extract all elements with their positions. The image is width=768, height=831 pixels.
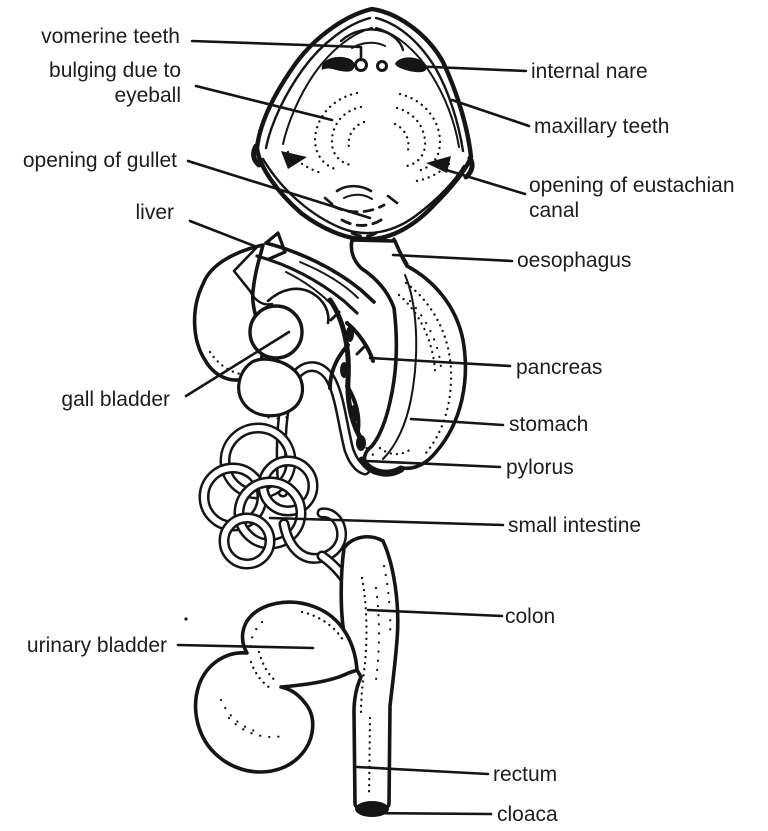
leader-eustachian-canal	[441, 167, 527, 196]
leader-bulging-eyeball	[194, 84, 334, 122]
label-opening-of-gullet: opening of gullet	[22, 149, 177, 172]
label-rectum: rectum	[493, 763, 558, 786]
leader-stomach	[409, 417, 505, 427]
bladder-outline	[193, 600, 359, 774]
label-small-intestine: small intestine	[508, 514, 642, 537]
premaxilla-squiggle	[339, 28, 405, 52]
lower-jaw-inner-line	[261, 157, 466, 235]
label-maxillary-teeth: maxillary teeth	[534, 115, 670, 138]
jaw-angle-left	[251, 143, 262, 168]
leader-opening-of-gullet	[186, 159, 372, 220]
mouth-floor-stipple-right	[414, 162, 451, 183]
mouth-floor-stipple-left	[286, 150, 323, 175]
label-liver: liver	[135, 201, 174, 224]
liver-lobe-crease	[248, 289, 274, 306]
leader-cloaca	[360, 811, 493, 816]
label-stomach: stomach	[509, 413, 589, 436]
stomach-drawing	[349, 238, 468, 476]
small-intestine-coil	[198, 422, 360, 602]
eyeball-bulge-right-stipple	[393, 92, 442, 173]
label-vomerine-teeth: vomerine teeth	[41, 25, 180, 48]
ink-speck	[184, 617, 188, 621]
gall-bladder-sac	[248, 304, 304, 360]
internal-nare-left	[321, 56, 355, 72]
stomach-outline	[349, 238, 468, 476]
leader-urinary-bladder	[176, 643, 315, 650]
gullet-opening-marks	[323, 184, 399, 238]
frog-head-drawing	[251, 6, 475, 270]
pancreas-drawing	[327, 297, 375, 451]
urinary-bladder-drawing	[184, 600, 359, 774]
pylorus-dark-rim	[358, 456, 405, 477]
leader-maxillary-teeth	[450, 98, 531, 128]
eustachian-opening-left	[281, 151, 307, 169]
gall-bladder-drawing	[237, 304, 305, 420]
stomach-inner-curve	[382, 274, 418, 460]
leader-lines	[176, 39, 531, 816]
stomach-stipple	[356, 281, 453, 462]
label-internal-nare: internal nare	[531, 60, 648, 83]
leader-internal-nare	[408, 64, 528, 73]
label-oesophagus: oesophagus	[517, 249, 632, 272]
liver-notch-zigzag	[264, 231, 287, 261]
leader-pancreas	[368, 356, 512, 368]
leader-oesophagus	[391, 253, 514, 263]
leader-pylorus	[364, 459, 502, 469]
mesentery-line-1	[299, 261, 359, 299]
label-pylorus: pylorus	[506, 456, 574, 479]
cloaca-opening	[355, 801, 389, 817]
label-urinary-bladder: urinary bladder	[26, 634, 167, 657]
vomerine-tooth-right	[376, 60, 388, 72]
colon-rectum-drawing	[339, 535, 400, 817]
leader-colon	[366, 608, 504, 618]
liver-middle-arc	[266, 287, 330, 325]
inner-jaw-rim-right	[374, 16, 465, 153]
leader-rectum	[355, 765, 490, 776]
label-eustachian-canal: opening of eustachian canal	[529, 174, 735, 222]
leader-gall-bladder	[184, 330, 291, 398]
liver-lower-lobe	[237, 357, 305, 418]
label-cloaca: cloaca	[497, 803, 558, 826]
inner-jaw-rim-left	[264, 16, 372, 150]
colon-stipple	[359, 564, 392, 798]
leader-liver	[188, 219, 259, 293]
liver-right-lobe-top	[264, 241, 376, 304]
label-gall-bladder: gall bladder	[61, 388, 170, 411]
bladder-stipple	[219, 610, 345, 739]
maxillary-teeth-row-left	[282, 27, 373, 145]
label-bulging-eyeball: bulging due to eyeball	[49, 59, 181, 107]
leader-small-intestine	[268, 516, 505, 527]
eyeball-bulge-left-stipple	[313, 91, 366, 172]
leader-vomerine-teeth	[190, 39, 363, 62]
label-colon: colon	[505, 605, 556, 628]
liver-left-lobe	[192, 243, 265, 382]
label-pancreas: pancreas	[516, 356, 603, 379]
